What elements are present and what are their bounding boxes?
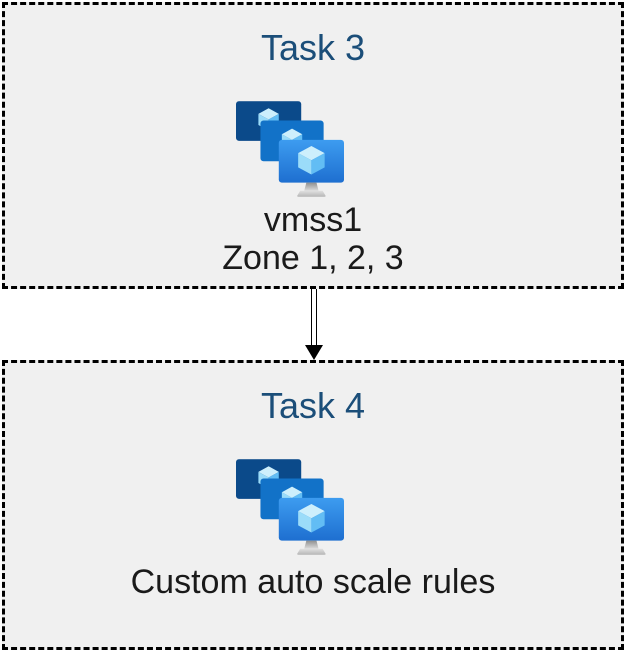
- autoscale-rules-label: Custom auto scale rules: [130, 563, 496, 601]
- connector-double-line: [311, 289, 317, 346]
- task-3-caption: vmss1 Zone 1, 2, 3: [5, 201, 621, 277]
- task-4-title: Task 4: [260, 385, 366, 426]
- vm-scale-sets-icon: [236, 459, 344, 555]
- arrow-down-icon: [305, 345, 323, 360]
- zones-label: Zone 1, 2, 3: [222, 239, 404, 277]
- task-3-box: Task 3 vmss1 Zone 1, 2, 3: [2, 2, 624, 289]
- task-3-title: Task 3: [260, 27, 366, 68]
- vm-scale-sets-icon: [236, 101, 344, 197]
- task-4-box: Task 4 Custom auto scale rules: [2, 360, 624, 650]
- vmss-name-label: vmss1: [263, 201, 363, 239]
- task-4-caption: Custom auto scale rules: [5, 563, 621, 601]
